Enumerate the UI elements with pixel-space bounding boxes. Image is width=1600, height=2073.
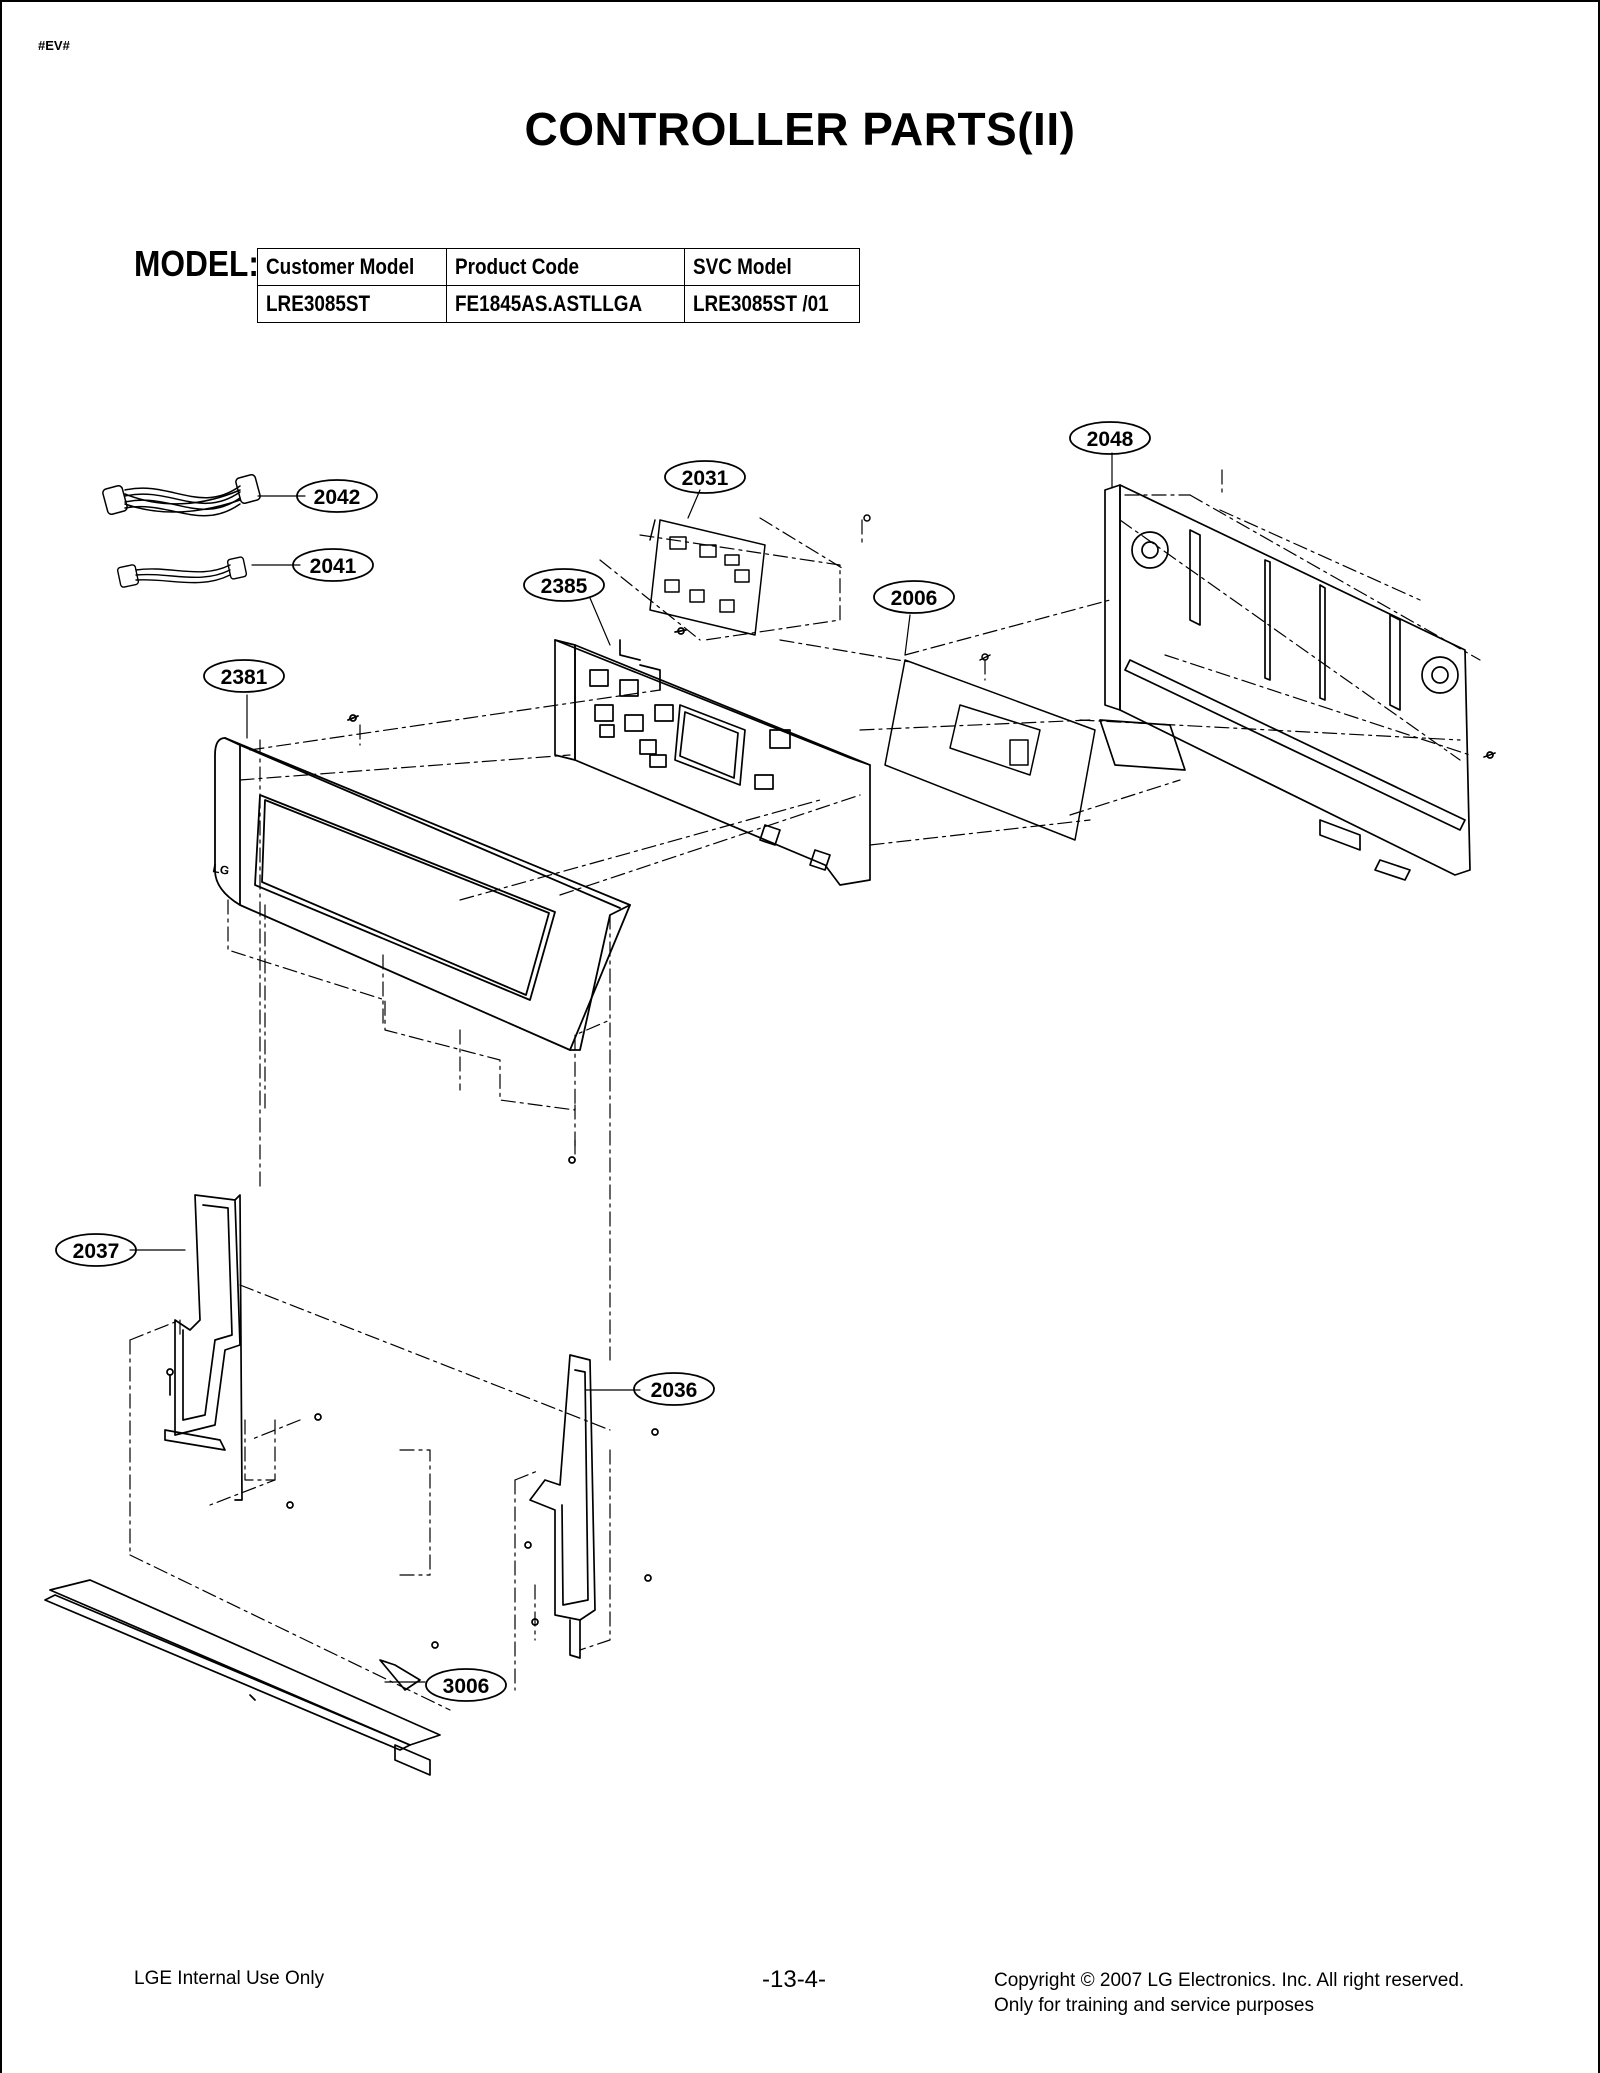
model-table: Customer Model Product Code SVC Model LR… bbox=[256, 248, 861, 323]
footer-copyright-line2: Only for training and service purposes bbox=[994, 1995, 1314, 2016]
callout-2048: 2048 bbox=[1087, 428, 1134, 451]
control-panel-2381 bbox=[214, 714, 631, 1164]
lg-logo: LG bbox=[211, 861, 230, 878]
display-board-2006 bbox=[884, 653, 1096, 841]
header-product-code: Product Code bbox=[446, 248, 686, 286]
page-tag: #EV# bbox=[38, 38, 70, 53]
callout-2037: 2037 bbox=[73, 1240, 120, 1263]
page-border-right bbox=[1598, 0, 1600, 2073]
header-customer-model: Customer Model bbox=[256, 248, 448, 286]
page-title: CONTROLLER PARTS(II) bbox=[524, 103, 1076, 155]
callout-2381: 2381 bbox=[221, 666, 268, 689]
callout-2006: 2006 bbox=[891, 587, 938, 610]
footer-copyright-line1: Copyright © 2007 LG Electronics. Inc. Al… bbox=[994, 1970, 1465, 1991]
control-frame-2385 bbox=[554, 627, 871, 886]
model-table-header-row: Customer Model Product Code SVC Model bbox=[256, 248, 861, 286]
callout-2042: 2042 bbox=[314, 486, 361, 509]
callout-2385: 2385 bbox=[541, 575, 588, 598]
wire-harness-2041 bbox=[116, 556, 248, 588]
assembly-guide-lines bbox=[129, 469, 1481, 1711]
side-bracket-2037 bbox=[164, 1194, 322, 1509]
control-board-2031 bbox=[649, 514, 871, 636]
footer-page-number: -13-4- bbox=[762, 1966, 827, 1993]
cell-product-code: FE1845AS.ASTLLGA bbox=[446, 285, 686, 323]
model-table-data-row: LRE3085ST FE1845AS.ASTLLGA LRE3085ST /01 bbox=[256, 285, 861, 323]
callout-3006: 3006 bbox=[443, 1675, 490, 1698]
control-back-frame-2048 bbox=[1099, 484, 1496, 881]
page-border-top bbox=[0, 0, 1600, 2]
model-label: MODEL: bbox=[134, 243, 259, 284]
callout-leaders bbox=[129, 452, 1113, 1683]
side-bracket-2036 bbox=[524, 1354, 659, 1659]
header-svc-model: SVC Model bbox=[684, 248, 861, 286]
wire-harness-2042 bbox=[102, 474, 261, 517]
footer-copyright: Copyright © 2007 LG Electronics. Inc. Al… bbox=[994, 1968, 1464, 2018]
callout-2031: 2031 bbox=[682, 467, 729, 490]
callout-bubbles bbox=[55, 421, 1151, 1702]
footer-internal-use: LGE Internal Use Only bbox=[134, 1968, 325, 1989]
page-border-left bbox=[0, 0, 2, 2073]
cell-svc-model: LRE3085ST /01 bbox=[684, 285, 861, 323]
callout-2036: 2036 bbox=[651, 1379, 698, 1402]
bottom-trim-3006 bbox=[44, 1579, 441, 1776]
callout-2041: 2041 bbox=[310, 555, 357, 578]
cell-customer-model: LRE3085ST bbox=[256, 285, 448, 323]
